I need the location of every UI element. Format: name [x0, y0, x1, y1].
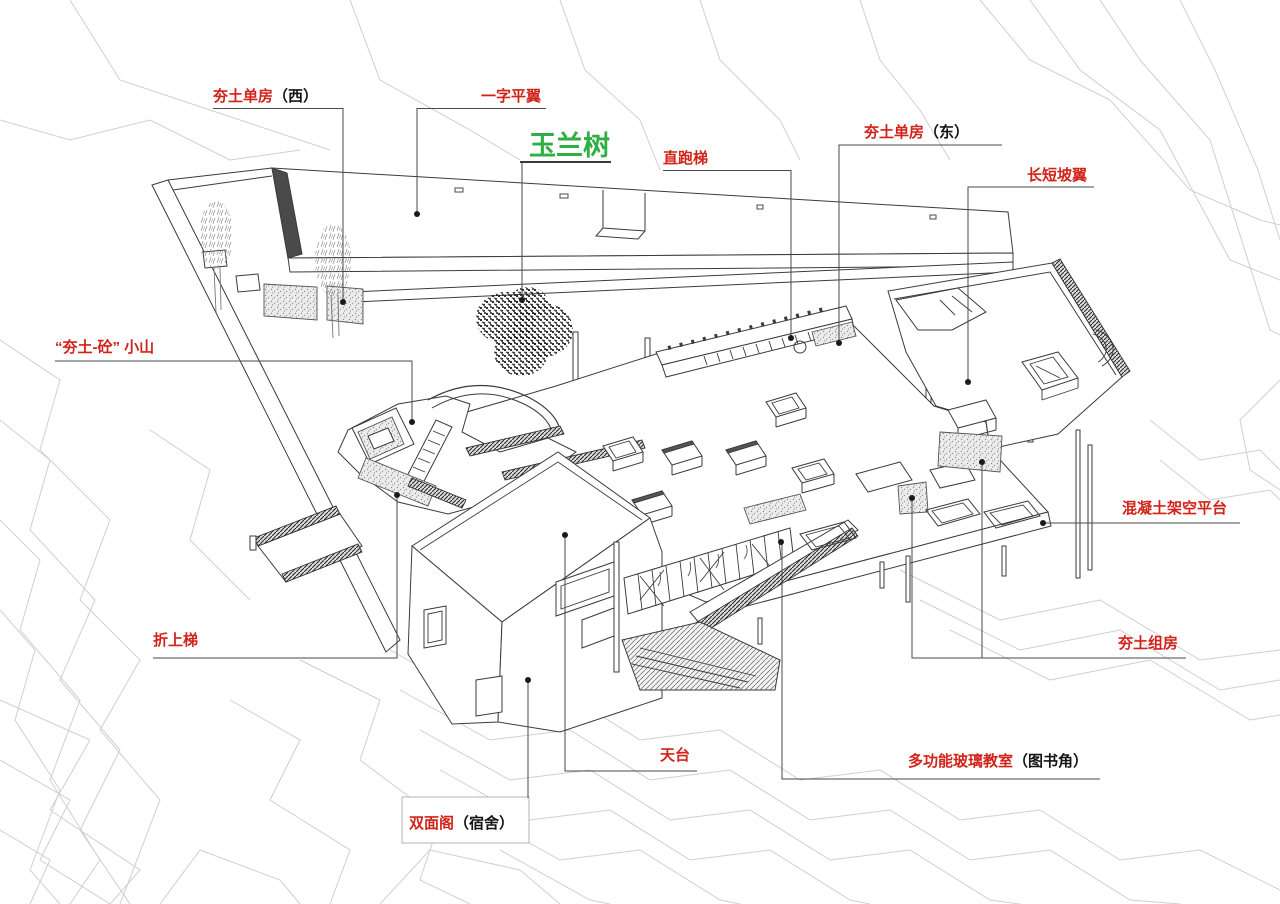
callout-dots	[340, 211, 1046, 683]
leader-long-short-slope-wing	[967, 186, 1094, 381]
label-straight-run-stair: 直跑梯	[663, 149, 708, 167]
label-rammed-single-room-west: 夯土单房	[212, 87, 273, 105]
long-short-slope-wing-mass	[855, 258, 1131, 579]
label-rammed-single-room-west-suffix: （西）	[273, 87, 318, 105]
leader-straight-flat-wing	[416, 108, 546, 213]
dormitory-house	[407, 451, 663, 733]
courtyard-bamboo-trees	[199, 201, 351, 296]
label-folded-up-stair: 折上梯	[153, 631, 198, 649]
straight-run-stair	[655, 305, 857, 378]
label-magnolia-tree: 玉兰树	[529, 131, 610, 161]
leader-rammed-concrete-hill	[55, 360, 413, 420]
bleacher-steps	[621, 493, 859, 691]
label-glass-classroom: 多功能玻璃教室	[908, 752, 1013, 770]
label-double-sided-loft-suffix: （宿舍）	[454, 814, 514, 832]
leader-rammed-single-room-east	[838, 144, 1002, 341]
leader-straight-run-stair	[663, 170, 792, 336]
leader-rammed-single-room-west	[213, 108, 344, 301]
label-rammed-concrete-hill: “夯土-砼” 小山	[55, 338, 154, 356]
label-rammed-room-group: 夯土组房	[1117, 634, 1178, 652]
leader-lines	[55, 108, 1240, 844]
label-double-sided-loft: 双面阁	[409, 814, 454, 832]
leader-folded-up-stair	[153, 497, 398, 659]
magnolia-tree-canopy	[476, 287, 573, 376]
label-long-short-slope-wing: 长短坡翼	[1027, 166, 1087, 184]
label-straight-flat-wing: 一字平翼	[481, 87, 541, 105]
label-box-double-sided-loft	[401, 796, 530, 844]
west-footbridge	[249, 505, 363, 583]
label-roof-terrace: 天台	[660, 746, 690, 764]
rooflight-boxes	[602, 392, 835, 526]
concrete-stilt-platform	[757, 498, 1041, 645]
labels: 夯土单房 （西） 一字平翼 玉兰树 直跑梯 夯土单房 （东） 长短坡翼 “夯土-…	[55, 87, 1227, 832]
leader-glass-classroom	[781, 544, 1100, 780]
label-rammed-single-room-east-suffix: （东）	[924, 123, 969, 141]
label-glass-classroom-suffix: （图书角）	[1013, 752, 1088, 770]
leader-rammed-room-group	[911, 464, 1186, 659]
label-concrete-stilt-platform: 混凝土架空平台	[1122, 499, 1227, 517]
label-rammed-single-room-east: 夯土单房	[863, 123, 924, 141]
leader-roof-terrace	[564, 537, 697, 772]
